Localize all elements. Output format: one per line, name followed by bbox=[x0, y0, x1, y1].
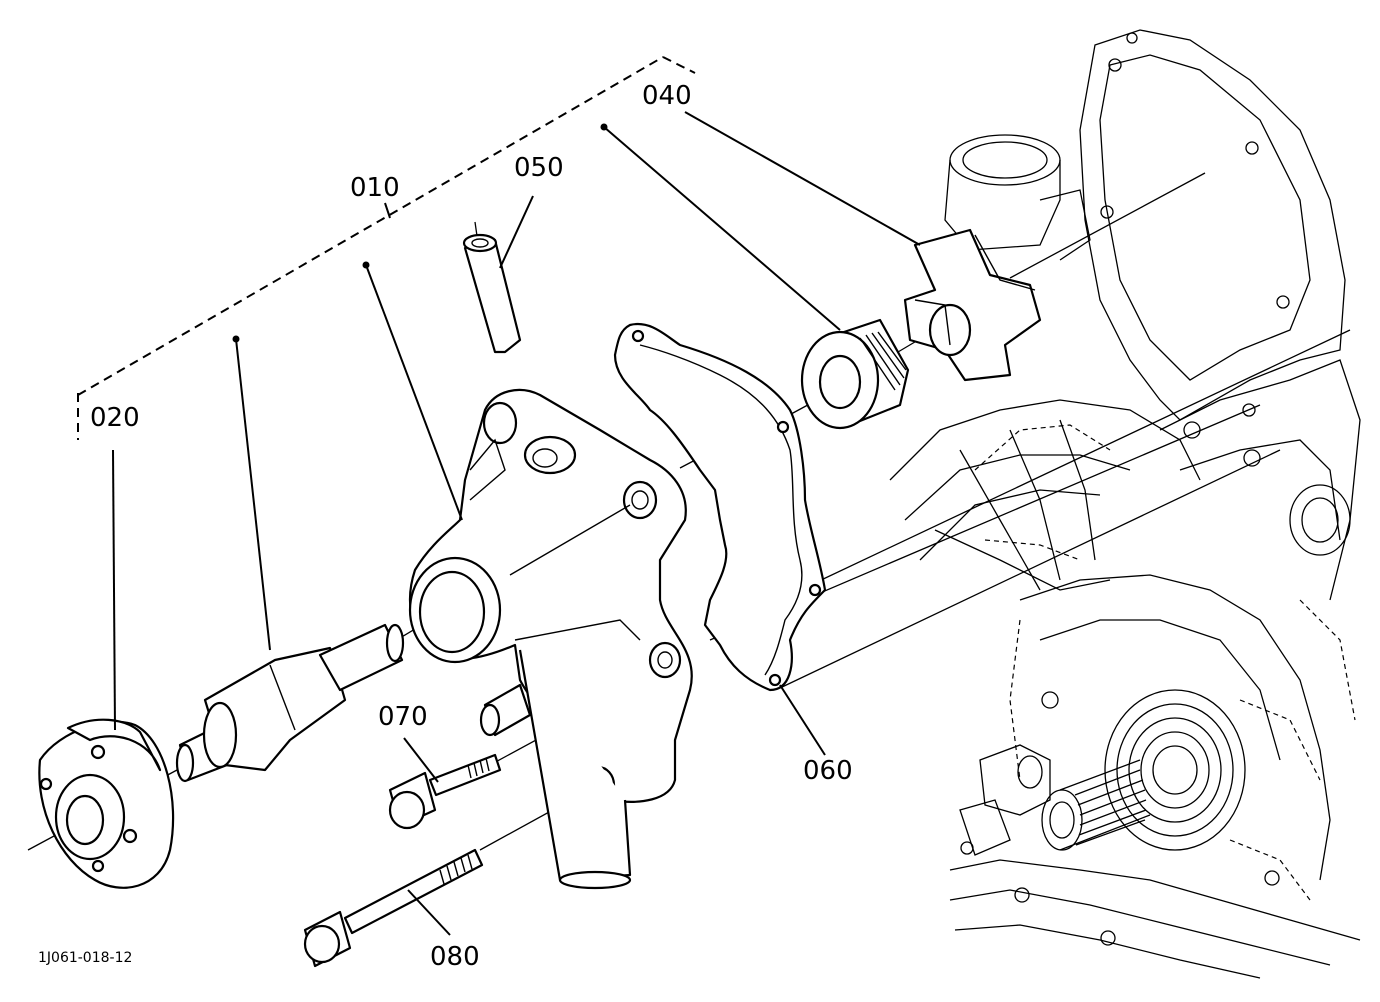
callout-060: 060 bbox=[803, 756, 853, 786]
callout-070: 070 bbox=[378, 702, 428, 732]
bearing-shaft-part bbox=[175, 623, 405, 783]
callout-080: 080 bbox=[430, 942, 480, 972]
engine-block-drawing bbox=[889, 29, 1361, 979]
callout-020: 020 bbox=[90, 403, 140, 433]
assembly-bracket bbox=[77, 56, 696, 440]
pipe-050-part bbox=[462, 221, 522, 354]
callout-040: 040 bbox=[642, 81, 692, 111]
callout-010: 010 bbox=[350, 173, 400, 203]
bolt-080-part bbox=[303, 848, 484, 968]
gasket-060-part bbox=[613, 322, 827, 692]
impeller-040-part bbox=[903, 228, 1042, 382]
pulley-flange-part bbox=[38, 718, 175, 889]
leader-lines bbox=[112, 111, 921, 936]
water-pump-body-part bbox=[408, 388, 693, 890]
callout-050: 050 bbox=[514, 153, 564, 183]
callout-labels: 010 020 040 050 060 070 080 1J061-018-12 bbox=[38, 81, 853, 972]
bolt-070-part bbox=[388, 753, 502, 830]
document-id-label: 1J061-018-12 bbox=[38, 950, 132, 966]
seal-part bbox=[800, 318, 910, 430]
